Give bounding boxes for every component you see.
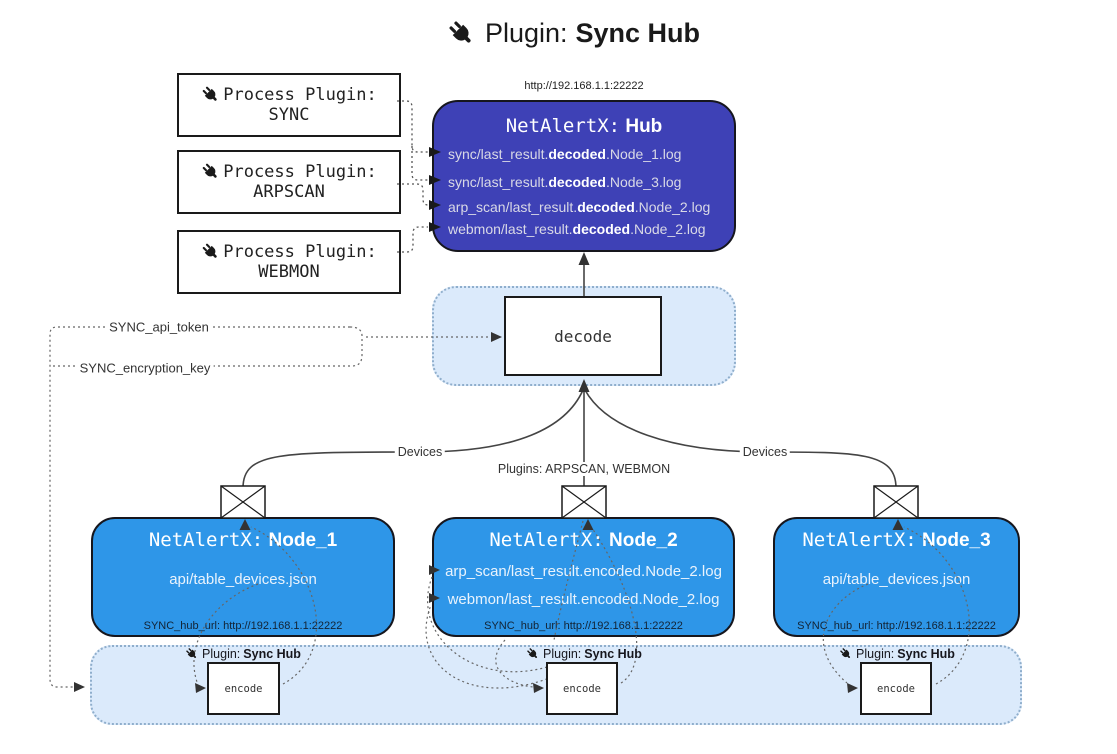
plug-icon bbox=[447, 19, 477, 49]
encode-section-label: Plugin: Sync Hub bbox=[839, 647, 955, 661]
node-file-line: api/table_devices.json bbox=[822, 571, 971, 588]
envelope-icon bbox=[873, 485, 919, 519]
arrow-into-encode-bar bbox=[74, 682, 85, 692]
hub-url-label: http://192.168.1.1:22222 bbox=[524, 80, 644, 92]
sync-api-token-label: SYNC_api_token bbox=[106, 319, 212, 335]
plugins-center-label: Plugins: ARPSCAN, WEBMON bbox=[494, 462, 674, 476]
node-box-node-2: NetAlertX: Node_2 arp_scan/last_result.e… bbox=[432, 517, 735, 637]
node-title: NetAlertX: Node_1 bbox=[148, 529, 338, 551]
envelope-icon bbox=[561, 485, 607, 519]
encode-section-label: Plugin: Sync Hub bbox=[185, 647, 301, 661]
process-plugin-label: Process Plugin: bbox=[223, 162, 377, 182]
encode-box: encode bbox=[207, 662, 280, 715]
node-hub-url: SYNC_hub_url: http://192.168.1.1:22222 bbox=[143, 620, 343, 632]
devices-right-label: Devices bbox=[739, 445, 791, 459]
page-title-bold: Sync Hub bbox=[575, 18, 701, 48]
node-file-line: webmon/last_result.encoded.Node_2.log bbox=[447, 591, 720, 608]
arrow-into-hub bbox=[578, 252, 590, 265]
node-file-line: arp_scan/last_result.encoded.Node_2.log bbox=[445, 563, 722, 580]
page-title-prefix: Plugin: bbox=[484, 18, 568, 48]
plug-icon bbox=[526, 647, 540, 661]
hub-log-line: arp_scan/last_result.decoded.Node_2.log bbox=[448, 199, 711, 215]
hub-title-prefix: NetAlertX: bbox=[505, 115, 621, 137]
hub-title: NetAlertX: Hub bbox=[434, 115, 734, 138]
connector-plugins-to-hub bbox=[397, 100, 429, 253]
envelope-icons bbox=[220, 485, 919, 519]
sync-encryption-key-label: SYNC_encryption_key bbox=[76, 360, 214, 376]
hub-log-line: sync/last_result.decoded.Node_1.log bbox=[448, 146, 682, 162]
process-plugin-box-arpscan: Process Plugin: ARPSCAN bbox=[177, 150, 401, 214]
process-plugin-label: Process Plugin: bbox=[223, 85, 377, 105]
process-plugin-box-sync: Process Plugin: SYNC bbox=[177, 73, 401, 137]
hub-box: NetAlertX: Hub sync/last_result.decoded.… bbox=[432, 100, 736, 252]
node-title: NetAlertX: Node_2 bbox=[489, 529, 678, 551]
plug-icon bbox=[201, 242, 221, 262]
node-box-node-1: NetAlertX: Node_1 api/table_devices.json… bbox=[91, 517, 395, 637]
node-box-node-3: NetAlertX: Node_3 api/table_devices.json… bbox=[773, 517, 1020, 637]
encode-section-label: Plugin: Sync Hub bbox=[526, 647, 642, 661]
process-plugin-name: ARPSCAN bbox=[253, 182, 325, 202]
process-plugin-label: Process Plugin: bbox=[223, 242, 377, 262]
hub-title-bold: Hub bbox=[625, 116, 663, 137]
plug-icon bbox=[185, 647, 199, 661]
node-title: NetAlertX: Node_3 bbox=[802, 529, 991, 551]
plug-icon bbox=[839, 647, 853, 661]
envelope-icon bbox=[220, 485, 266, 519]
page-title: Plugin: Sync Hub bbox=[0, 18, 1117, 49]
hub-log-line: webmon/last_result.decoded.Node_2.log bbox=[448, 221, 706, 237]
node-hub-url: SYNC_hub_url: http://192.168.1.1:22222 bbox=[484, 620, 683, 632]
process-plugin-name: SYNC bbox=[268, 105, 310, 125]
process-plugin-name: WEBMON bbox=[258, 262, 320, 282]
node-file-line: api/table_devices.json bbox=[169, 571, 317, 588]
node-hub-url: SYNC_hub_url: http://192.168.1.1:22222 bbox=[797, 620, 996, 632]
plug-icon bbox=[201, 85, 221, 105]
encode-box: encode bbox=[860, 662, 932, 715]
plug-icon bbox=[201, 162, 221, 182]
devices-left-label: Devices bbox=[394, 445, 446, 459]
encode-box: encode bbox=[546, 662, 618, 715]
decode-box: decode bbox=[504, 296, 662, 376]
process-plugin-box-webmon: Process Plugin: WEBMON bbox=[177, 230, 401, 294]
hub-log-line: sync/last_result.decoded.Node_3.log bbox=[448, 174, 682, 190]
